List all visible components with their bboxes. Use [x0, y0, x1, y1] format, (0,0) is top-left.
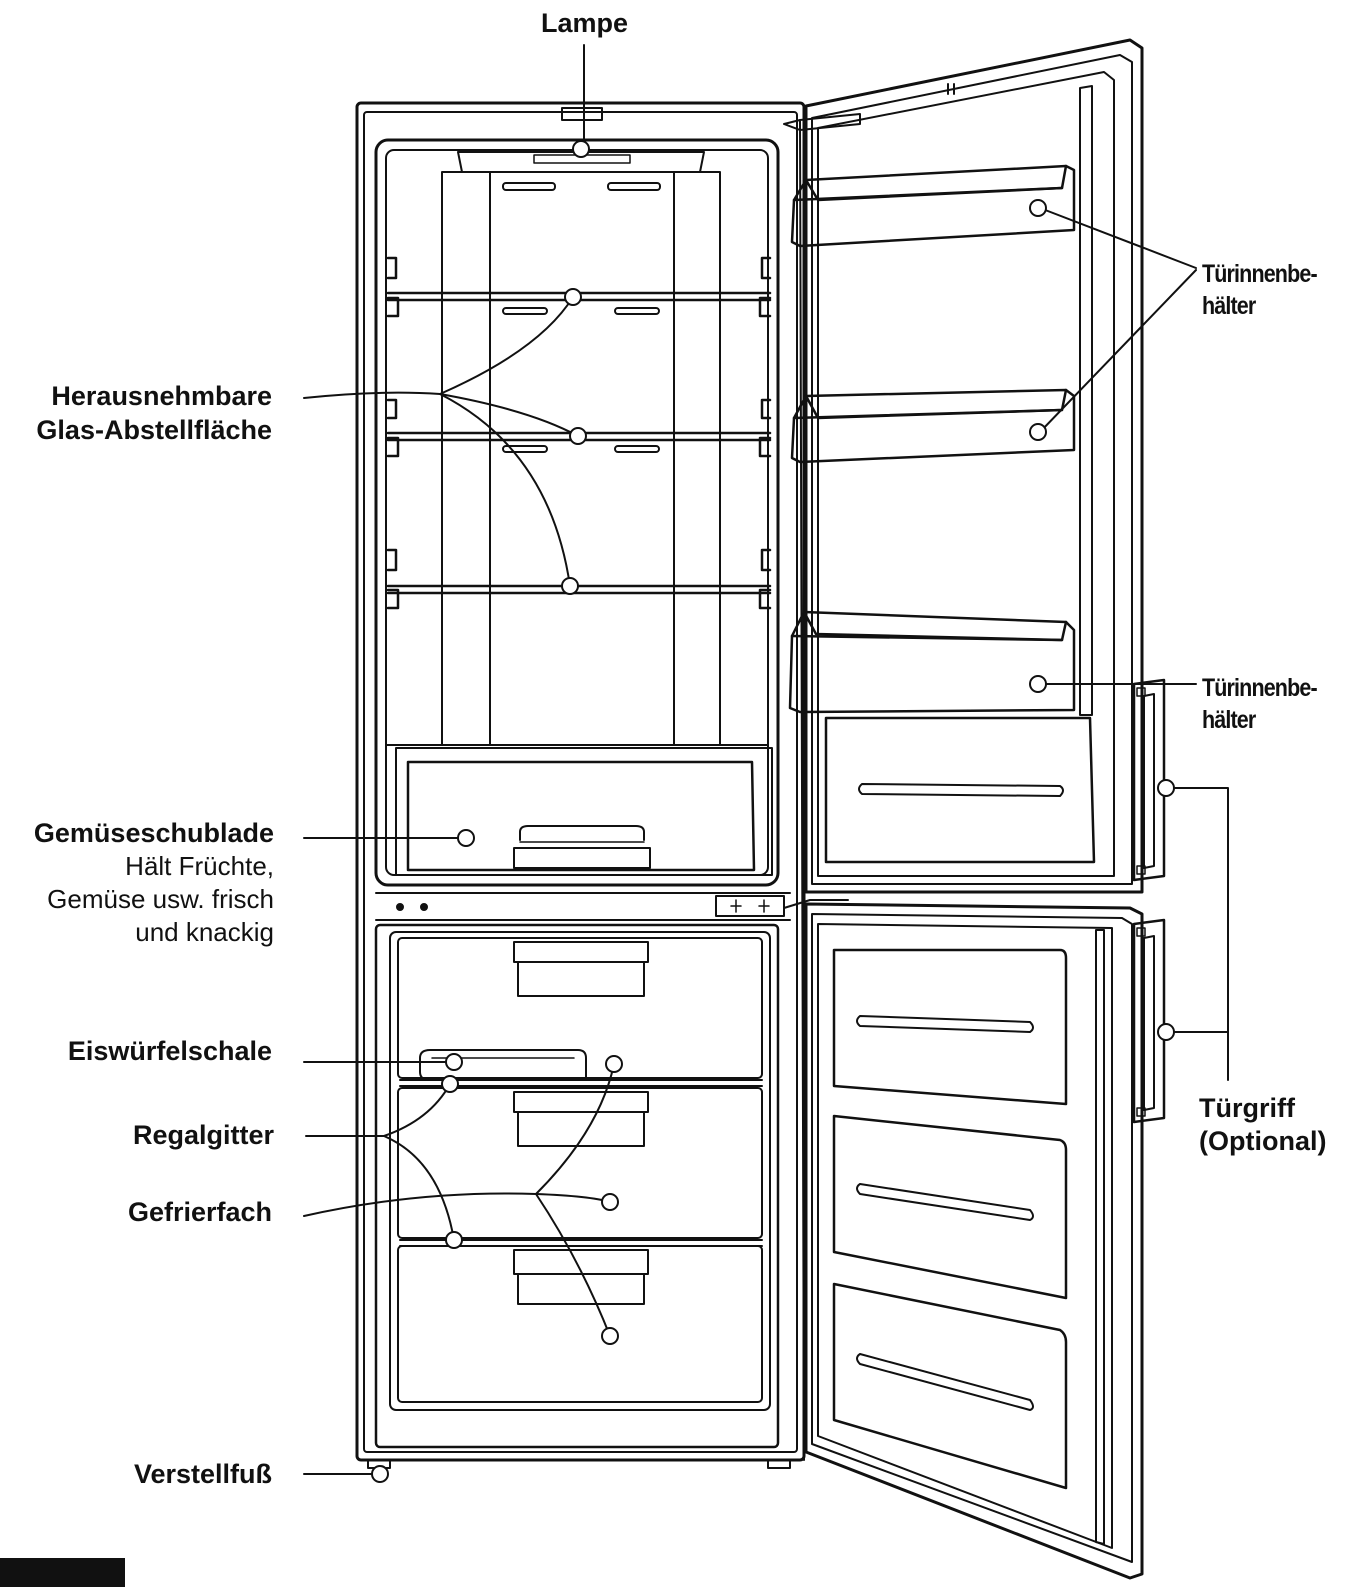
freezer-door-bins [834, 950, 1066, 1488]
freezer-handle [1134, 920, 1164, 1122]
label-glass-shelf-line-1: Herausnehmbare [0, 379, 272, 413]
fridge-door [784, 40, 1142, 892]
label-crisper-title: Gemüseschublade [0, 817, 274, 850]
label-glass-shelf: Herausnehmbare Glas-Abstellfläche [0, 379, 272, 447]
label-handle-line-1: Türgriff [1199, 1092, 1326, 1125]
label-door-bins-top-line-1: Türinnenbe- [1202, 258, 1317, 290]
label-ice-tray: Eiswürfelschale [0, 1038, 272, 1065]
label-door-bins-top-line-2: hälter [1202, 290, 1317, 322]
label-handle: Türgriff (Optional) [1199, 1092, 1326, 1158]
door-lower-drawer [826, 718, 1094, 862]
label-glass-shelf-line-2: Glas-Abstellfläche [0, 413, 272, 447]
control-panel [376, 893, 848, 920]
label-crisper-desc-2: Gemüse usw. frisch [0, 883, 274, 916]
label-freezer: Gefrierfach [0, 1199, 272, 1226]
label-crisper: Gemüseschublade Hält Früchte, Gemüse usw… [0, 817, 274, 949]
label-crisper-desc-1: Hält Früchte, [0, 850, 274, 883]
label-shelf-grid: Regalgitter [0, 1122, 274, 1149]
label-door-bins-bottom: Türinnenbe- hälter [1202, 672, 1317, 736]
label-door-bins-bottom-line-2: hälter [1202, 704, 1317, 736]
label-crisper-desc-3: und knackig [0, 916, 274, 949]
crisper-drawer [396, 748, 772, 875]
label-door-bins-top: Türinnenbe- hälter [1202, 258, 1317, 322]
freezer-door [806, 904, 1142, 1578]
label-handle-line-2: (Optional) [1199, 1125, 1326, 1158]
rear-vents [503, 183, 660, 452]
door-bin-bottom [790, 612, 1074, 712]
label-foot: Verstellfuß [0, 1461, 272, 1488]
fridge-compartment [376, 140, 778, 885]
note-badge [0, 1558, 125, 1587]
label-door-bins-bottom-line-1: Türinnenbe- [1202, 672, 1317, 704]
label-lamp: Lampe [541, 10, 628, 37]
fridge-handle [1134, 680, 1164, 880]
cabinet [357, 103, 804, 1460]
